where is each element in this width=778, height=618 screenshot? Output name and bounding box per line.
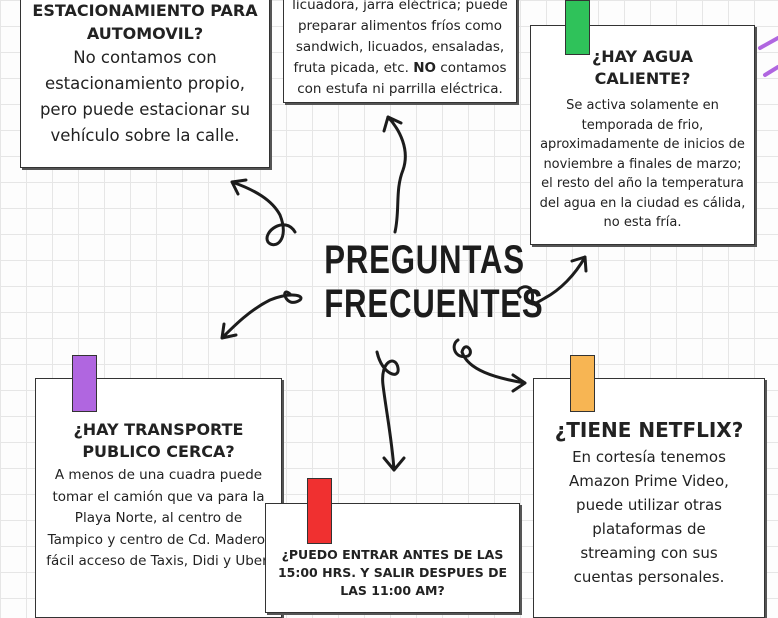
arrows [220,36,778,472]
card-body: contamos con estufa ni parrilla eléctric… [297,60,507,97]
arrow-to-kitchen [382,115,407,234]
green-tape [565,0,590,55]
card-body: En cortesía tenemos Amazon Prime Video, … [569,448,729,586]
orange-tape [570,355,595,412]
card-parking: ESTACIONAMIENTO PARA AUTOMOVIL? No conta… [20,0,270,168]
card-checkin: ¿PUEDO ENTRAR ANTES DE LAS 15:00 HRS. Y … [265,503,520,613]
card-transport: ¿HAY TRANSPORTE PUBLICO CERCA? A menos d… [35,378,282,618]
card-netflix: ¿TIENE NETFLIX? En cortesía tenemos Amaz… [533,378,765,618]
card-body: A menos de una cuadra puede tomar el cam… [46,467,271,569]
card-kitchen: licuadora, jarra eléctrica; puede prepar… [283,0,517,103]
arrow-to-transport [220,290,303,340]
title-line: PREGUNTAS [324,238,525,282]
card-body: No contamos con estacionamiento propio, … [39,48,251,145]
decoration-strokes [758,36,778,77]
purple-tape [72,355,97,412]
card-title: ¿HAY TRANSPORTE PUBLICO CERCA? [73,420,244,461]
card-body-bold: NO [413,60,436,76]
arrow-to-parking [230,178,297,247]
red-tape [307,478,332,544]
card-body: licuadora, jarra eléctrica; puede prepar… [292,0,508,76]
card-title: ¿PUEDO ENTRAR ANTES DE LAS 15:00 HRS. Y … [277,547,508,598]
card-body: Se activa solamente en temporada de frio… [539,98,746,230]
title-line: FRECUENTES [324,282,544,326]
arrow-to-netflix [452,338,527,393]
card-title: ¿TIENE NETFLIX? [554,418,744,442]
card-title: ¿HAY AGUA CALIENTE? [591,47,694,88]
arrow-to-checkin [375,350,406,472]
card-title: ESTACIONAMIENTO PARA AUTOMOVIL? [32,1,258,43]
arrow-to-water [516,255,588,306]
card-water: ¿HAY AGUA CALIENTE? Se activa solamente … [530,25,755,245]
